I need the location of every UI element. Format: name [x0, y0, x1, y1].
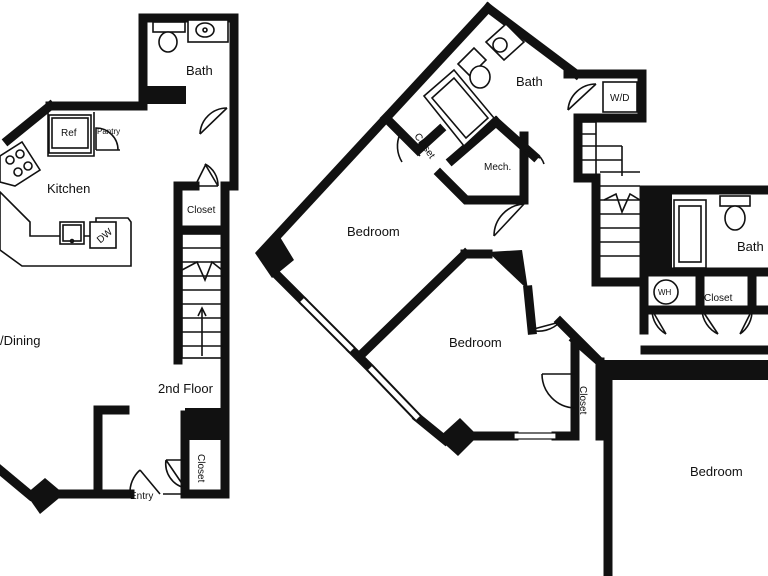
label-living-dining: /Dining	[0, 333, 40, 348]
label-bath-3: Bath	[737, 239, 764, 254]
stairs-lower	[181, 233, 223, 359]
bath-3-fixtures	[651, 195, 753, 335]
lower-closets	[129, 163, 219, 495]
label-closet-5: Closet	[577, 386, 588, 415]
upper-level-walls	[255, 1, 768, 576]
label-bath-1: Bath	[186, 63, 213, 78]
label-mech: Mech.	[484, 162, 511, 173]
label-wd: W/D	[610, 93, 629, 104]
label-bedroom-3: Bedroom	[690, 464, 743, 479]
label-ref: Ref	[61, 128, 77, 139]
label-wh: WH	[658, 288, 672, 297]
label-closet-4: Closet	[704, 293, 733, 304]
label-bedroom-1: Bedroom	[347, 224, 400, 239]
label-kitchen: Kitchen	[47, 181, 90, 196]
bath-1-fixtures	[152, 19, 229, 135]
label-pantry: Pantry	[97, 127, 120, 136]
label-bath-2: Bath	[516, 74, 543, 89]
label-2nd-floor: 2nd Floor	[158, 381, 214, 396]
label-closet-1: Closet	[187, 205, 216, 216]
label-bedroom-2: Bedroom	[449, 335, 502, 350]
bath-2-fixtures	[422, 22, 638, 148]
upper-windows	[298, 296, 557, 440]
stairs-upper	[577, 121, 641, 257]
label-entry: Entry	[130, 491, 153, 502]
upper-doors	[396, 133, 576, 409]
kitchen-fixtures	[0, 112, 132, 267]
label-closet-2: Closet	[195, 454, 206, 483]
